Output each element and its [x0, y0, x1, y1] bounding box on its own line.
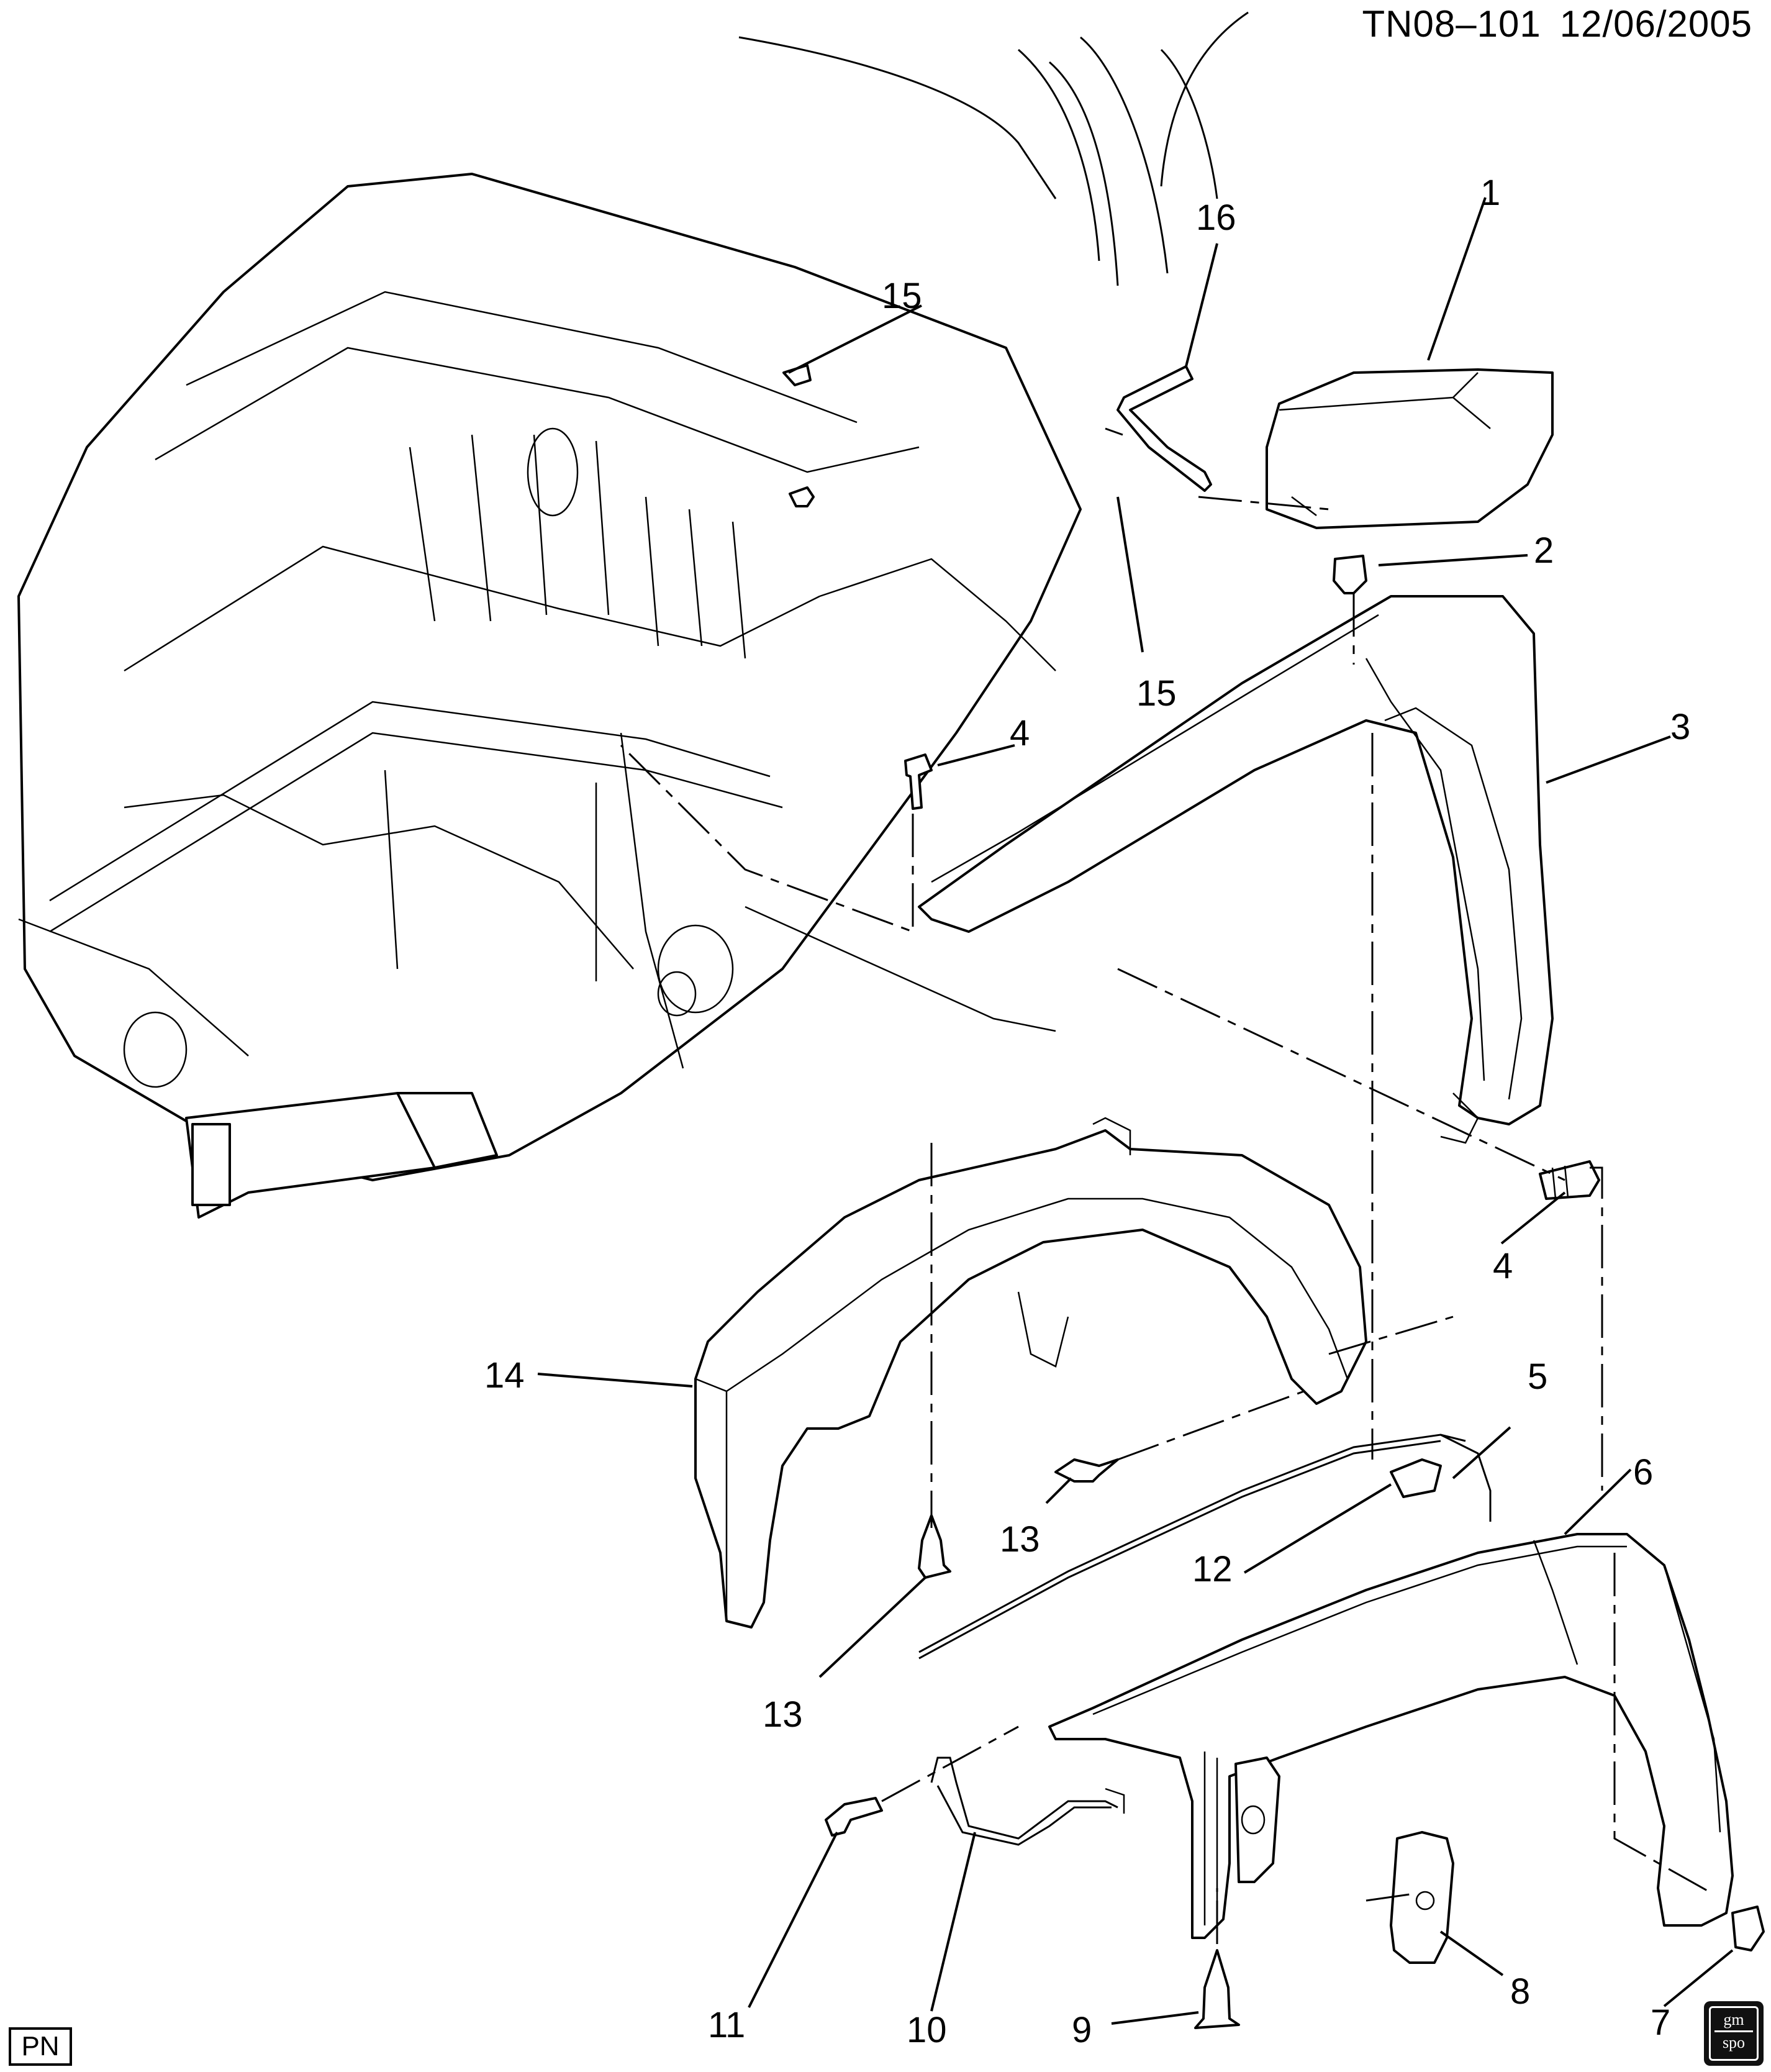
diagram-date: 12/06/2005 [1559, 3, 1752, 45]
leader-lines [537, 197, 1734, 2025]
windshield-outline [738, 11, 1249, 286]
callout-11: 11 [708, 2005, 745, 2045]
part-8-panel [1390, 1831, 1454, 1964]
part-3-fender-support [918, 595, 1554, 1144]
part-14-wheelhouse-liner [694, 1117, 1367, 1629]
callout-4-upper: 4 [1010, 713, 1030, 753]
callout-15-upper: 15 [882, 276, 922, 316]
part-7-clip [1731, 1906, 1765, 1952]
part-4-lower-bolt [1539, 1160, 1600, 1200]
engine-compartment-frame [17, 173, 1082, 1219]
callout-13-lower: 13 [763, 1694, 803, 1735]
part-5-strip [918, 1434, 1492, 1660]
part-4-upper-bolt [904, 753, 933, 810]
logo-top-text: gm [1723, 2011, 1744, 2029]
part-10-brace [930, 1756, 1125, 1846]
callout-5: 5 [1528, 1356, 1547, 1397]
part-11-bolt [825, 1797, 883, 1837]
diagram-header: TN08–101 12/06/2005 [1344, 2, 1753, 45]
callout-6: 6 [1633, 1452, 1653, 1493]
callout-4-lower: 4 [1493, 1246, 1513, 1286]
part-12-clip [1390, 1458, 1442, 1498]
part-6-fender [1048, 1533, 1734, 1939]
callout-9: 9 [1072, 2010, 1092, 2050]
callout-7: 7 [1651, 2002, 1670, 2043]
part-13-upper-clip [1054, 1458, 1119, 1483]
callout-14: 14 [484, 1355, 525, 1396]
logo-bottom-text: spo [1722, 2033, 1746, 2052]
gm-spo-logo: gm spo [1704, 2001, 1764, 2066]
callout-15-lower: 15 [1136, 673, 1177, 714]
callout-2: 2 [1534, 530, 1554, 571]
pn-label: PN [9, 2027, 72, 2066]
assembly-lines [620, 427, 1714, 1944]
callout-labels: 1 2 3 4 4 5 6 7 8 9 10 11 12 13 13 14 15… [484, 173, 1690, 2050]
part-2-push-pin [1333, 555, 1367, 594]
callout-13-upper: 13 [1000, 1519, 1040, 1560]
part-9-push-pin [1194, 1949, 1240, 2029]
callout-8: 8 [1510, 1971, 1530, 2012]
callout-12: 12 [1192, 1549, 1233, 1589]
callout-1: 1 [1480, 173, 1500, 213]
callout-3: 3 [1670, 707, 1690, 747]
diagram-code: TN08–101 [1362, 3, 1541, 45]
part-1-cover [1266, 368, 1554, 529]
callout-10: 10 [907, 2010, 947, 2050]
part-13-lower-clip [918, 1514, 951, 1579]
callout-16: 16 [1196, 198, 1236, 238]
part-16-bracket [1116, 365, 1212, 492]
part-15-lower-clip [789, 486, 815, 507]
